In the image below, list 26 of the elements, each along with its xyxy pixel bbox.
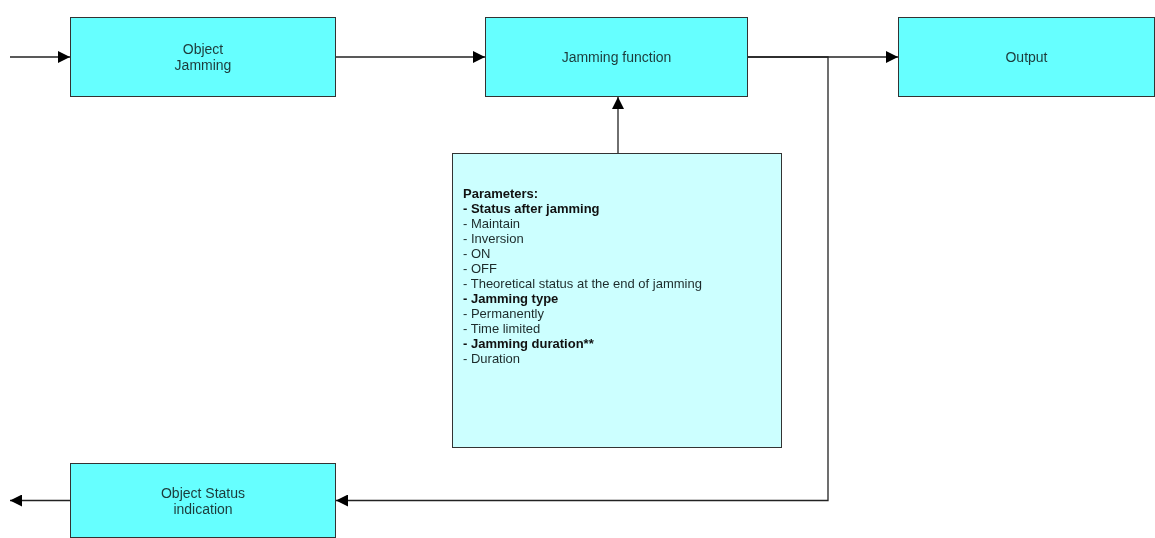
- arrow: [335, 51, 486, 63]
- arrow: [9, 494, 71, 507]
- arrow: [335, 56, 829, 507]
- process-box: [70, 17, 336, 97]
- box-label: Output: [1005, 49, 1048, 65]
- box-label: Jamming function: [561, 49, 672, 65]
- list-item: - OFF: [462, 261, 497, 276]
- arrow: [612, 96, 624, 154]
- list-item: - Inversion: [462, 231, 524, 246]
- list-item: - Duration: [462, 351, 521, 366]
- box-label: Object Jamming: [173, 41, 233, 73]
- process-box: [70, 463, 336, 538]
- list-item: - Jamming duration**: [462, 336, 594, 351]
- process-box: [485, 17, 748, 97]
- parameters-box: [452, 153, 782, 448]
- list-item: - ON: [462, 246, 491, 261]
- box-label: Object Status indication: [159, 484, 246, 517]
- list-item: - Maintain: [462, 216, 521, 231]
- list-item: - Permanently: [462, 306, 544, 321]
- list-item: - Time limited: [462, 321, 541, 336]
- process-box: [898, 17, 1155, 97]
- arrow: [9, 51, 71, 63]
- list-item: - Jamming type: [462, 291, 559, 306]
- list-item: - Theoretical status at the end of jamming: [462, 276, 702, 291]
- list-item: - Status after jamming: [462, 201, 600, 216]
- list-item: Parameters:: [462, 186, 539, 201]
